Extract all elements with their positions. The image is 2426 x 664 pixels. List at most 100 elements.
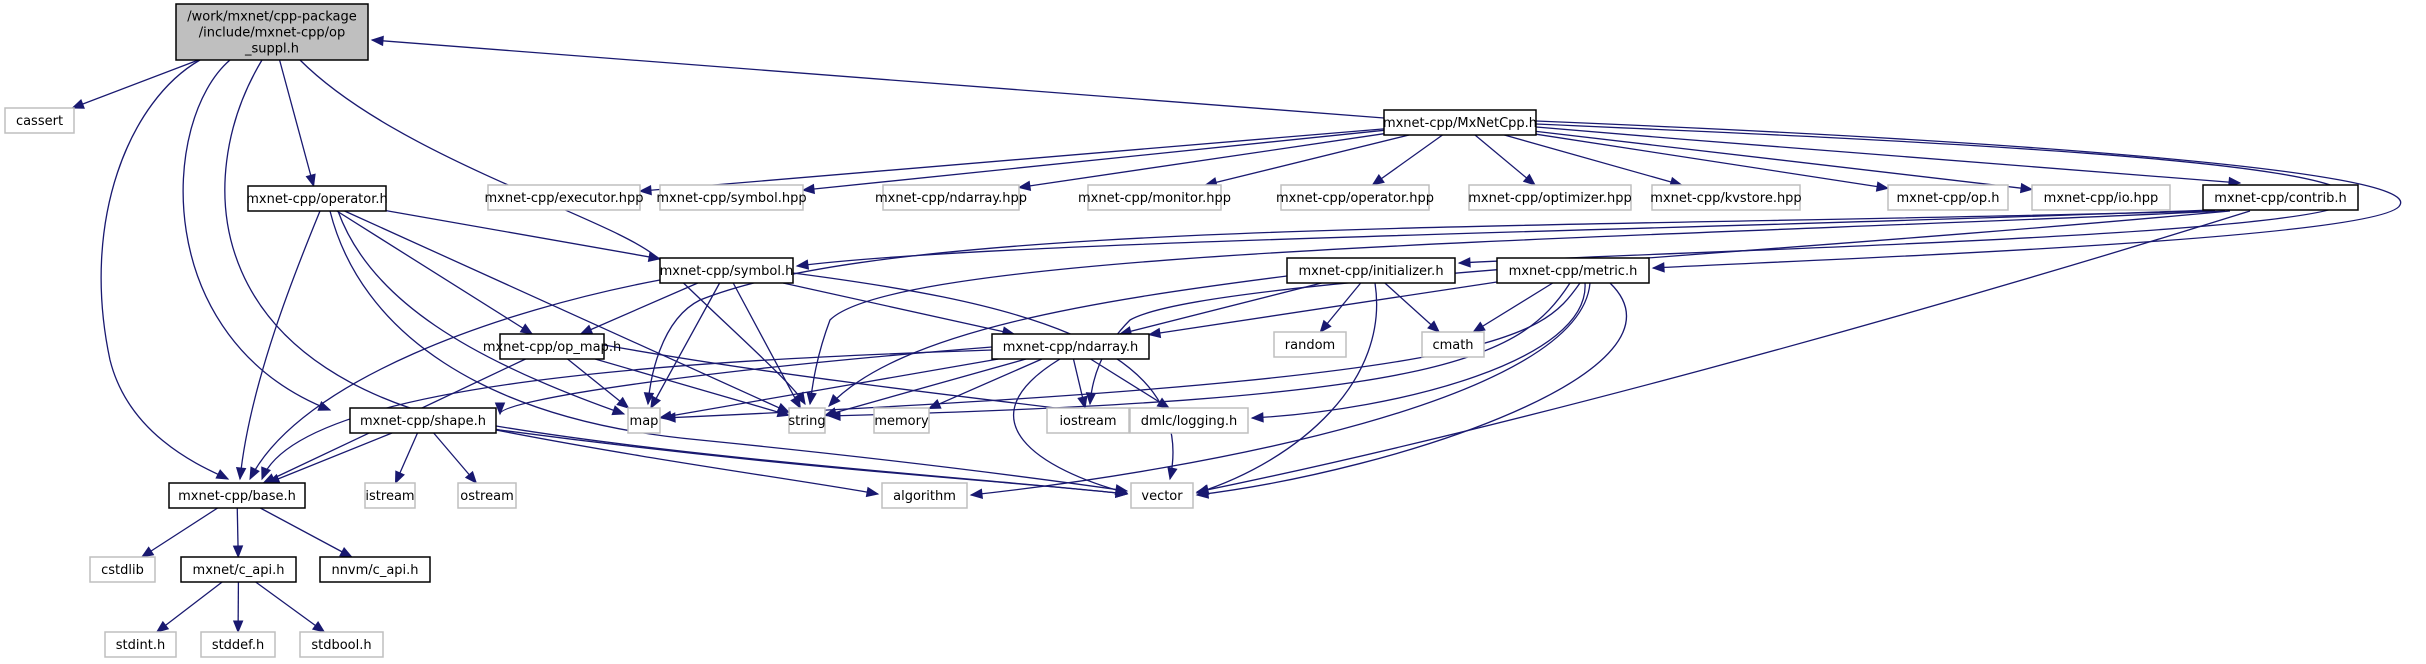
node-ndarray-h[interactable]: mxnet-cpp/ndarray.h	[991, 333, 1150, 360]
node-label: dmlc/logging.h	[1141, 414, 1238, 429]
edge-line	[663, 282, 1581, 419]
node-box[interactable]	[499, 333, 605, 360]
arrowhead-icon	[643, 392, 655, 406]
node-box[interactable]	[1383, 109, 1537, 136]
edge-line	[141, 507, 219, 558]
edge-ndarray_h-to-shape_h	[494, 346, 993, 416]
node-box	[89, 556, 156, 583]
edge-shape_h-to-algorithm	[495, 429, 880, 498]
arrowhead-icon	[464, 470, 478, 485]
arrowhead-icon	[795, 259, 810, 270]
edge-metric_h-to-dmlc_logging	[1250, 282, 1586, 423]
edge-metric_h-to-ndarray_h	[1147, 281, 1498, 339]
node-box	[882, 184, 1020, 211]
node-box[interactable]	[247, 185, 387, 212]
arrowhead-icon	[71, 99, 85, 109]
edge-operator_h-to-base_h	[235, 210, 321, 481]
arrowhead-icon	[249, 466, 260, 481]
node-box[interactable]	[180, 556, 297, 583]
edge-line	[567, 358, 629, 409]
edge-line	[647, 210, 2216, 405]
node-op-h: mxnet-cpp/op.h	[1887, 184, 2009, 211]
node-symbol-h[interactable]: mxnet-cpp/symbol.h	[659, 257, 794, 284]
arrowhead-icon	[828, 394, 841, 407]
node-label: mxnet-cpp/MxNetCpp.h	[1383, 116, 1537, 131]
node-map: map	[627, 407, 661, 434]
node-MxNetCpp[interactable]: mxnet-cpp/MxNetCpp.h	[1383, 109, 1537, 136]
edge-shape_h-to-base_h	[266, 432, 393, 484]
node-label: mxnet-cpp/operator.h	[246, 192, 388, 207]
edge-line	[299, 59, 806, 405]
edge-line	[809, 210, 2226, 405]
arrowhead-icon	[638, 184, 652, 196]
node-box[interactable]	[991, 333, 1150, 360]
node-nnvm-c-api[interactable]: nnvm/c_api.h	[319, 556, 431, 583]
node-box[interactable]	[168, 482, 306, 509]
node-box	[457, 482, 517, 509]
edge-initializer_h-to-string	[828, 275, 1288, 407]
node-label: istream	[365, 489, 414, 504]
edge-symbol_h-to-string	[732, 282, 801, 410]
node-label: /include/mxnet-cpp/op	[199, 26, 345, 41]
edge-ndarray_h-to-dmlc_logging	[1090, 358, 1171, 409]
node-label: nnvm/c_api.h	[331, 563, 418, 578]
node-box[interactable]	[659, 257, 794, 284]
arrowhead-icon	[1195, 488, 1210, 499]
node-kvstore-hpp: mxnet-cpp/kvstore.hpp	[1650, 184, 1802, 211]
arrowhead-icon	[394, 470, 405, 485]
node-mxnet-c-api[interactable]: mxnet/c_api.h	[180, 556, 297, 583]
arrowhead-icon	[969, 488, 984, 499]
node-string: string	[788, 407, 826, 434]
node-box[interactable]	[319, 556, 431, 583]
node-label: memory	[874, 414, 929, 429]
arrowhead-icon	[2019, 182, 2034, 194]
node-box[interactable]	[1496, 257, 1650, 284]
node-stdint: stdint.h	[104, 631, 177, 658]
edge-operator_h-to-op_map_h	[336, 210, 534, 335]
node-memory: memory	[873, 407, 930, 434]
node-label: mxnet/c_api.h	[193, 563, 285, 578]
edge-line	[732, 282, 801, 409]
edge-line	[329, 210, 1128, 492]
arrowhead-icon	[370, 35, 384, 47]
node-op-suppl[interactable]: /work/mxnet/cpp-package/include/mxnet-cp…	[175, 3, 369, 61]
node-box[interactable]	[175, 3, 369, 61]
edge-line	[1196, 282, 1627, 496]
node-operator-h[interactable]: mxnet-cpp/operator.h	[246, 185, 388, 212]
edge-ndarray_h-to-iostream	[1072, 358, 1088, 410]
edge-MxNetCpp-to-executor_hpp	[638, 128, 1385, 196]
edge-MxNetCpp-to-op_suppl	[370, 35, 1385, 119]
node-box	[4, 107, 75, 134]
arrowhead-icon	[215, 469, 230, 480]
edge-MxNetCpp-to-op_h	[1535, 133, 1890, 192]
edge-line	[278, 59, 315, 187]
node-box[interactable]	[349, 407, 497, 434]
node-label: cmath	[1432, 338, 1473, 353]
node-label: mxnet-cpp/io.hpp	[2044, 191, 2159, 206]
node-metric-h[interactable]: mxnet-cpp/metric.h	[1496, 257, 1650, 284]
edge-line	[261, 349, 993, 480]
edge-MxNetCpp-to-ndarray_hpp	[1017, 133, 1385, 191]
node-initializer-h[interactable]: mxnet-cpp/initializer.h	[1286, 257, 1456, 284]
node-ostream: ostream	[457, 482, 517, 509]
node-label: cassert	[16, 114, 63, 129]
arrowhead-icon	[261, 466, 272, 481]
node-box[interactable]	[2202, 184, 2359, 211]
node-label: algorithm	[893, 489, 956, 504]
edge-line	[182, 59, 331, 411]
edge-op_suppl-to-base_h	[100, 59, 230, 480]
edge-MxNetCpp-to-io_hpp	[1535, 130, 2034, 194]
node-executor-hpp: mxnet-cpp/executor.hpp	[485, 184, 643, 211]
node-box[interactable]	[1286, 257, 1456, 284]
node-label: string	[788, 414, 825, 429]
node-ndarray-hpp: mxnet-cpp/ndarray.hpp	[875, 184, 1027, 211]
edge-line	[249, 279, 661, 480]
node-shape-h[interactable]: mxnet-cpp/shape.h	[349, 407, 497, 434]
node-base-h[interactable]: mxnet-cpp/base.h	[168, 482, 306, 509]
arrowhead-icon	[232, 620, 244, 634]
node-op-map-h[interactable]: mxnet-cpp/op_map.h	[483, 333, 621, 360]
node-monitor-hpp: mxnet-cpp/monitor.hpp	[1078, 184, 1231, 211]
edge-line	[1535, 120, 2402, 269]
node-contrib-h[interactable]: mxnet-cpp/contrib.h	[2202, 184, 2359, 211]
edge-line	[792, 272, 1174, 480]
